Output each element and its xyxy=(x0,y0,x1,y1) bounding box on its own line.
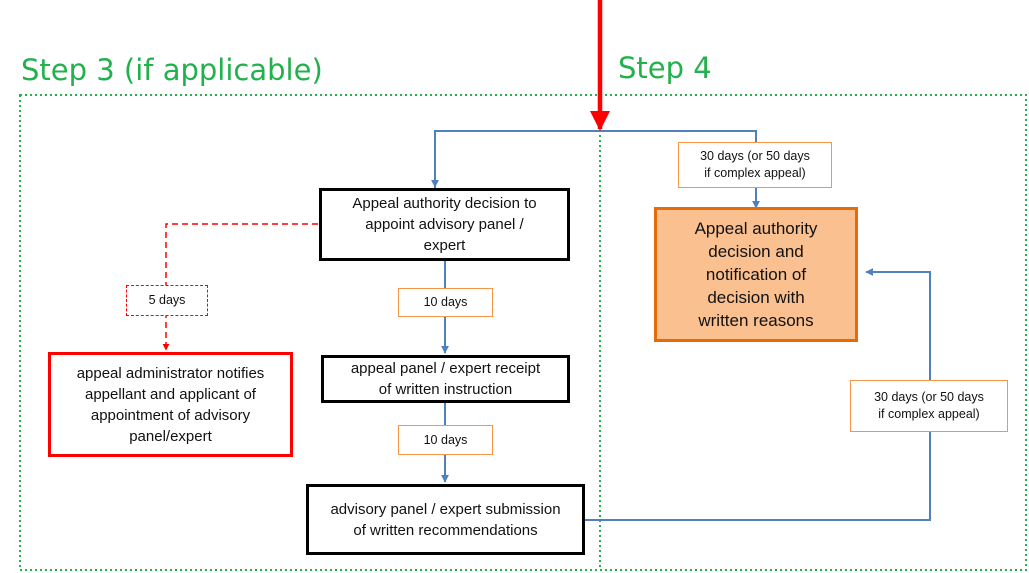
notify-administrator-box: appeal administrator notifies appellant … xyxy=(48,352,293,457)
receipt-instruction-box: appeal panel / expert receipt of written… xyxy=(321,355,570,403)
ten-days-first-text: 10 days xyxy=(423,295,468,309)
appoint-decision-box: Appeal authority decision to appoint adv… xyxy=(319,188,570,261)
five-days-text: 5 days xyxy=(148,293,186,307)
notify-administrator-text: appeal administrator notifies appellant … xyxy=(76,364,265,445)
step3-title: Step 3 (if applicable) xyxy=(21,53,323,87)
final-decision-text: Appeal authority decision and notificati… xyxy=(694,219,818,330)
thirty-days-label-top: 30 days (or 50 days if complex appeal) xyxy=(678,142,832,188)
thirty-days-label-right: 30 days (or 50 days if complex appeal) xyxy=(850,380,1008,432)
thirty-days-top-text: 30 days (or 50 days if complex appeal) xyxy=(700,149,810,180)
step4-title: Step 4 xyxy=(618,51,712,85)
final-decision-box: Appeal authority decision and notificati… xyxy=(654,207,858,342)
appoint-decision-text: Appeal authority decision to appoint adv… xyxy=(352,195,537,254)
receipt-instruction-text: appeal panel / expert receipt of written… xyxy=(350,360,541,398)
submission-recommendations-text: advisory panel / expert submission of wr… xyxy=(330,500,561,539)
submission-recommendations-box: advisory panel / expert submission of wr… xyxy=(306,484,585,555)
ten-days-second-text: 10 days xyxy=(423,432,468,447)
ten-days-label-first: 10 days xyxy=(398,288,493,317)
ten-days-label-second: 10 days xyxy=(398,425,493,455)
thirty-days-right-text: 30 days (or 50 days if complex appeal) xyxy=(874,390,984,421)
five-days-label: 5 days xyxy=(126,285,208,316)
